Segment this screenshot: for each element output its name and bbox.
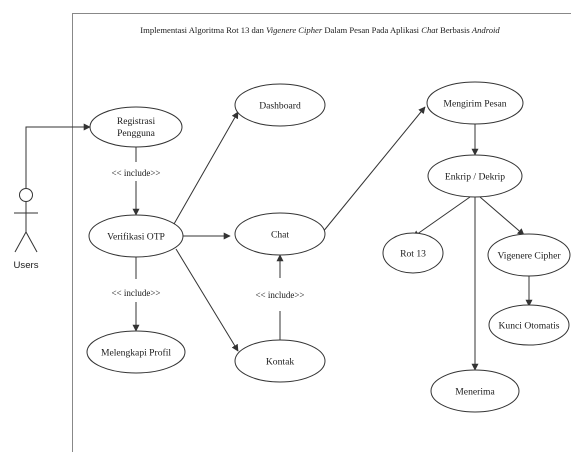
use-case-dashboard[interactable]: Dashboard <box>234 83 326 127</box>
include-label: << include>> <box>111 288 160 298</box>
use-case-vigenere-cipher[interactable]: Vigenere Cipher <box>487 233 571 277</box>
use-case-label: Verifikasi OTP <box>107 232 165 243</box>
edge-enkrip-vigenere <box>479 196 525 236</box>
include-label: << include>> <box>111 168 160 178</box>
use-case-mengirim-pesan[interactable]: Mengirim Pesan <box>426 81 524 125</box>
title-part: Dalam Pesan Pada Aplikasi <box>322 25 421 35</box>
title-part: Chat <box>421 25 438 35</box>
use-case-label: Kontak <box>266 357 294 368</box>
edge-chat-mengirim <box>321 106 426 234</box>
use-case-kunci-otomatis[interactable]: Kunci Otomatis <box>488 304 570 346</box>
association-users-registrasi <box>25 123 91 188</box>
use-case-label: Vigenere Cipher <box>497 251 561 262</box>
use-case-kontak[interactable]: Kontak <box>234 339 326 383</box>
use-case-label: Chat <box>271 230 289 241</box>
title-part: Implementasi Algoritma Rot 13 dan <box>140 25 266 35</box>
use-case-registrasi-pengguna[interactable]: Registrasi Pengguna <box>89 106 183 148</box>
title-part: Android <box>471 25 501 35</box>
use-case-rot-13[interactable]: Rot 13 <box>382 232 444 274</box>
use-case-enkrip-dekrip[interactable]: Enkrip / Dekrip <box>427 154 523 198</box>
include-label: << include>> <box>255 290 304 300</box>
use-case-label: Registrasi <box>117 116 156 127</box>
use-case-menerima[interactable]: Menerima <box>430 369 520 413</box>
edge-verifikasi-dashboard <box>173 111 239 225</box>
use-case-label: Dashboard <box>259 101 301 112</box>
use-case-label: Enkrip / Dekrip <box>445 172 505 183</box>
use-case-label: Menerima <box>455 387 495 398</box>
actor-users <box>14 188 38 253</box>
title-part: Berbasis <box>438 25 472 35</box>
use-case-label: Pengguna <box>117 128 156 139</box>
diagram-title: Implementasi Algoritma Rot 13 dan Vigene… <box>140 25 500 35</box>
use-case-label: Kunci Otomatis <box>498 321 559 332</box>
title-part: Vigenere Cipher <box>266 25 323 35</box>
edge-enkrip-rot13 <box>412 196 471 238</box>
use-case-label: Melengkapi Profil <box>101 348 171 359</box>
use-case-label: Rot 13 <box>400 249 426 260</box>
use-case-chat[interactable]: Chat <box>234 212 326 256</box>
edge-verifikasi-kontak <box>175 248 239 352</box>
use-case-verifikasi-otp[interactable]: Verifikasi OTP <box>88 214 184 258</box>
use-case-melengkapi-profil[interactable]: Melengkapi Profil <box>86 330 186 374</box>
actor-label: Users <box>13 260 38 271</box>
use-case-label: Mengirim Pesan <box>443 99 506 110</box>
